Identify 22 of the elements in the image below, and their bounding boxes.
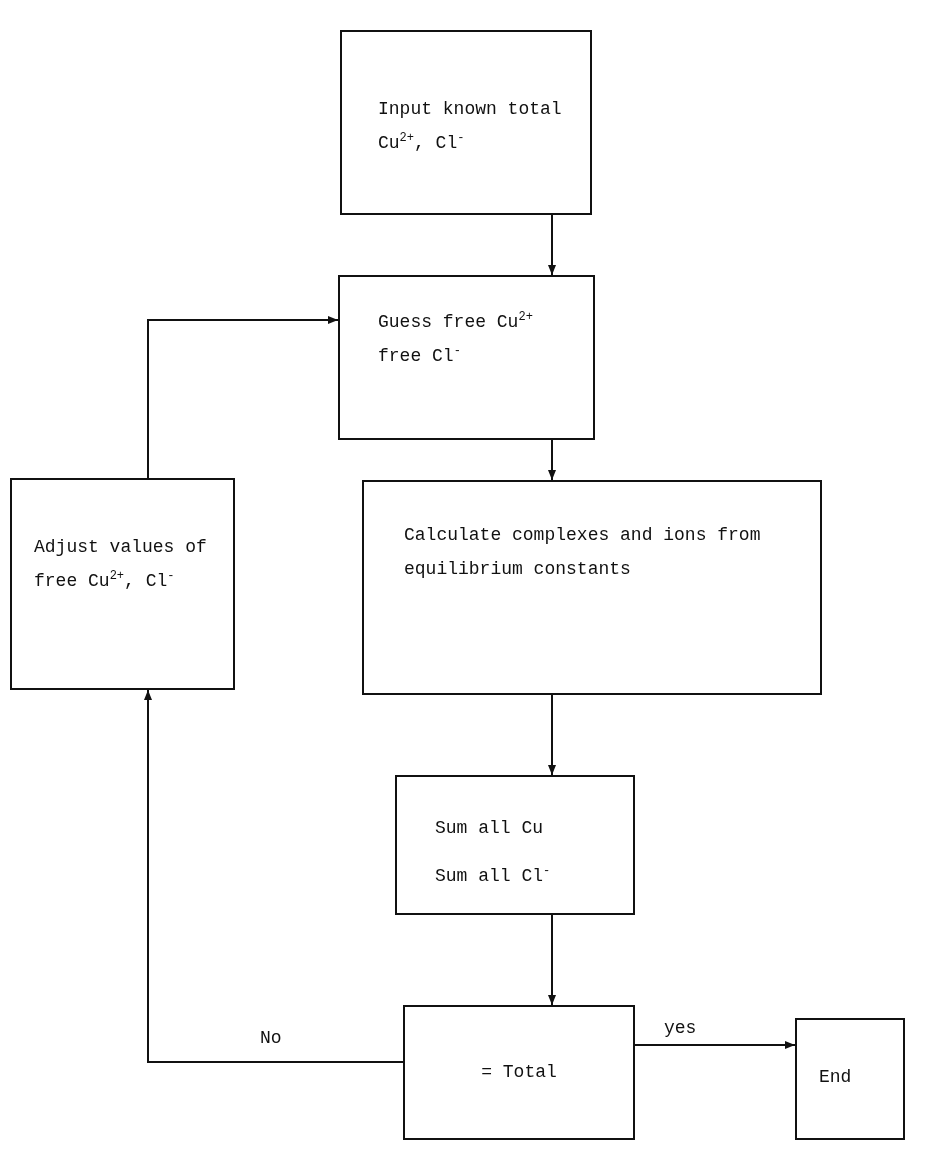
box-text: Sum all Cu [435,817,544,840]
process-box [338,275,595,440]
process-box [795,1018,905,1140]
process-box [10,478,235,690]
arrow [548,914,556,1006]
arrow [634,1041,796,1049]
process-box [403,1005,635,1140]
process-box [340,30,592,215]
box-text: Input known total Cu$^{2+}$, Cl$^{-}$ [378,98,563,156]
box-text: Calculate complexes and ions from equilibrium constants [404,524,762,582]
arrow [144,689,404,1063]
box-text: Adjust values of free Cu$^{2+}$, Cl$^{-}$ [34,536,208,594]
box-text: = Total [481,1061,557,1085]
process-box [395,775,635,915]
arrow [548,214,556,276]
arrow [548,439,556,481]
arrow [548,694,556,776]
box-text: End [819,1066,852,1089]
arrow [147,316,339,479]
box-text: Guess free Cu$^{2+}$ free Cl$^{-}$ [378,309,534,369]
box-text: Sum all Cl$^{-}$ [435,863,551,889]
process-box [362,480,822,695]
